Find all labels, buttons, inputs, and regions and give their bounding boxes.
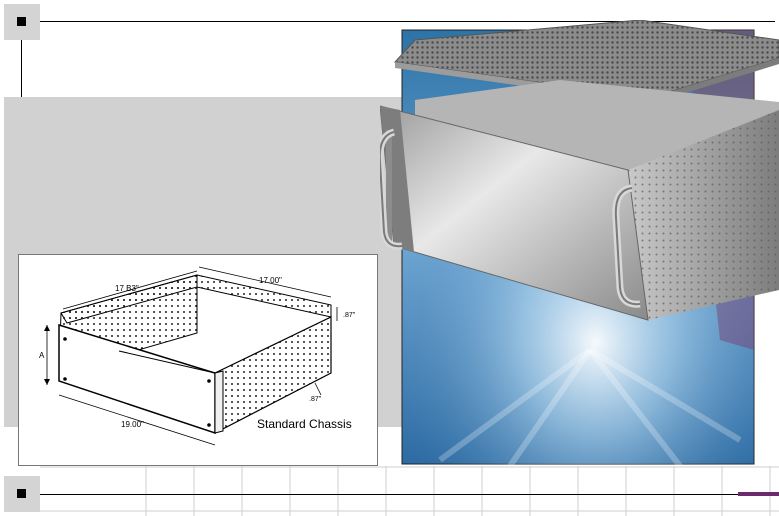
diagram-caption: Standard Chassis <box>257 417 352 431</box>
square-bullet-icon <box>4 4 40 40</box>
top-rule <box>40 21 775 22</box>
chassis-photo <box>380 20 779 466</box>
chassis-diagram: 17.00" 17 B3" A 19.00" .87" .87" Standar… <box>18 254 378 466</box>
left-rule <box>21 40 22 97</box>
dim-side-depth: 17 B3" <box>115 284 139 293</box>
dim-flange-top: .87" <box>343 312 356 319</box>
bottom-rule <box>40 494 779 495</box>
dim-flange-side: .87" <box>309 396 322 403</box>
bottom-grid <box>40 466 779 516</box>
accent-bar <box>738 492 779 496</box>
dim-front-width: 19.00" <box>121 420 144 429</box>
dim-height: A <box>39 351 45 360</box>
dim-top-depth: 17.00" <box>259 276 282 285</box>
square-bullet-icon <box>4 476 40 512</box>
